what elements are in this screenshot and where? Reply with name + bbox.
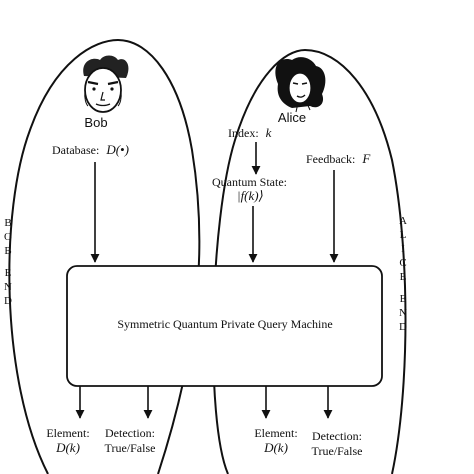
- alice-end-letter: A: [399, 215, 407, 227]
- quantum-query-machine-box: [66, 265, 383, 387]
- bob-name: Bob: [84, 115, 107, 130]
- index-label-text: Index:: [228, 126, 259, 140]
- alice-end-letter: C: [399, 257, 406, 269]
- quantum-state-symbol: |f(k)⟩: [237, 188, 264, 203]
- bob-detection-label: Detection:: [105, 426, 155, 440]
- quantum-state-label: Quantum State:: [212, 175, 287, 189]
- alice-detection-label: Detection:: [312, 429, 362, 443]
- alice-feedback-label: Feedback: F: [306, 151, 371, 166]
- bob-end-vertical-label: B O B E N D: [4, 217, 12, 307]
- bob-end-letter: B: [4, 217, 11, 229]
- bob-portrait-icon: [83, 55, 129, 113]
- alice-end-letter: E: [400, 293, 407, 305]
- alice-name: Alice: [278, 110, 306, 125]
- alice-end-letter: E: [400, 271, 407, 283]
- svg-text:Database: D(•): Database: D(•): [52, 142, 129, 157]
- bob-element-symbol: D(k): [55, 440, 80, 455]
- alice-end-letter: L: [400, 229, 407, 241]
- bob-end-letter: D: [4, 295, 12, 307]
- bob-end-letter: N: [4, 281, 12, 293]
- bob-end-letter: E: [5, 267, 12, 279]
- alice-end-letter: I: [401, 243, 405, 255]
- bob-database-label: Database: D(•): [52, 142, 129, 157]
- alice-element-label: Element:: [254, 426, 297, 440]
- alice-end-letter: N: [399, 307, 407, 319]
- machine-label: Symmetric Quantum Private Query Machine: [117, 317, 332, 331]
- index-symbol: k: [266, 125, 272, 140]
- feedback-label-text: Feedback:: [306, 152, 355, 166]
- alice-portrait-icon: [275, 57, 326, 113]
- feedback-symbol: F: [361, 151, 371, 166]
- bob-end-letter: B: [4, 245, 11, 257]
- bob-detection-value: True/False: [105, 441, 156, 455]
- bob-element-label: Element:: [46, 426, 89, 440]
- alice-end-vertical-label: A L I C E E N D: [399, 215, 407, 333]
- alice-end-letter: D: [399, 321, 407, 333]
- alice-index-label: Index: k: [228, 125, 272, 140]
- alice-element-symbol: D(k): [263, 440, 288, 455]
- svg-text:Feedback: F: Feedback: F: [306, 151, 371, 166]
- bob-end-letter: O: [4, 231, 12, 243]
- alice-detection-value: True/False: [312, 444, 363, 458]
- svg-text:Index: k: Index: k: [228, 125, 272, 140]
- database-label-text: Database:: [52, 143, 99, 157]
- database-symbol: D(•): [105, 142, 129, 157]
- alice-end-ellipse: [212, 48, 407, 474]
